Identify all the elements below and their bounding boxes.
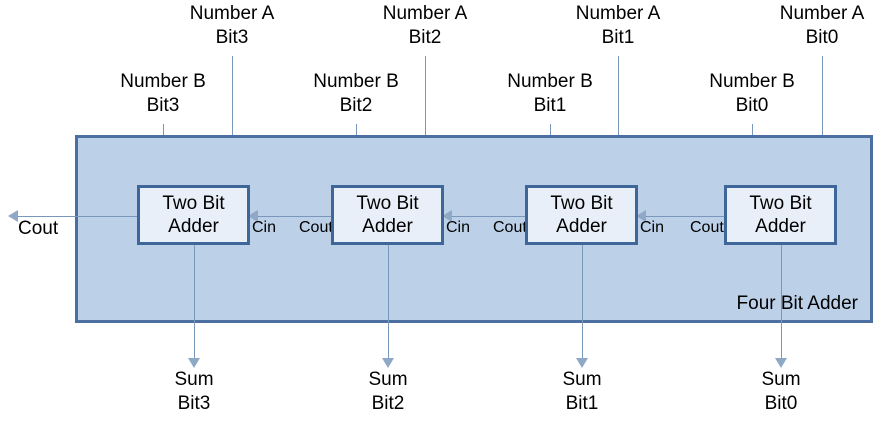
input-b-bit3-line2: Bit3 <box>146 95 180 116</box>
two-bit-adder-block-bit2[interactable]: Two Bit Adder <box>331 185 444 245</box>
wire-sum-bit2 <box>388 245 389 360</box>
adder-bit1-line1: Two Bit <box>550 193 613 214</box>
carry-label-adder4-cout: Cout <box>690 219 724 236</box>
wire-sum-bit1 <box>582 245 583 360</box>
arrowhead-sum-bit3 <box>188 358 200 368</box>
arrowhead-carry-adder2-cin <box>442 210 452 222</box>
wire-input-a-bit1 <box>618 56 619 170</box>
output-label-sum-bit0: Sum Bit0 <box>761 368 800 416</box>
wire-input-a-bit2 <box>425 56 426 170</box>
adder-bit0-line1: Two Bit <box>749 193 812 214</box>
sum-bit2-line2: Bit2 <box>371 393 405 414</box>
wire-input-a-bit0 <box>822 56 823 170</box>
wire-carry-adder4-to-adder3 <box>638 216 724 217</box>
sum-bit3-line2: Bit3 <box>177 393 211 414</box>
arrowhead-carry-adder3-cin <box>636 210 646 222</box>
adder-bit2-line1: Two Bit <box>356 193 419 214</box>
output-label-cout: Cout <box>18 218 59 239</box>
two-bit-adder-block-bit3[interactable]: Two Bit Adder <box>137 185 250 245</box>
carry-label-adder2-cout: Cout <box>299 219 333 236</box>
input-a-bit3-line1: Number A <box>189 3 275 24</box>
sum-bit1-line2: Bit1 <box>565 393 599 414</box>
input-label-number-a-bit1: Number A Bit1 <box>576 2 660 50</box>
wire-carry-adder2-to-adder1 <box>250 216 336 217</box>
arrowhead-cout-external <box>8 210 18 222</box>
input-b-bit3-line1: Number B <box>120 71 206 92</box>
two-bit-adder-block-bit1[interactable]: Two Bit Adder <box>525 185 638 245</box>
output-label-sum-bit1: Sum Bit1 <box>562 368 601 416</box>
arrowhead-sum-bit2 <box>382 358 394 368</box>
wire-cout-external <box>12 216 137 217</box>
input-label-number-b-bit0: Number B Bit0 <box>709 70 795 118</box>
two-bit-adder-block-bit0[interactable]: Two Bit Adder <box>724 185 837 245</box>
arrowhead-carry-adder1-cin <box>248 210 258 222</box>
input-label-number-a-bit0: Number A Bit0 <box>780 2 864 50</box>
input-label-number-b-bit1: Number B Bit1 <box>507 70 593 118</box>
input-label-number-b-bit3: Number B Bit3 <box>120 70 206 118</box>
sum-bit0-line1: Sum <box>761 369 801 390</box>
input-a-bit2-line1: Number A <box>382 3 468 24</box>
wire-input-a-bit3 <box>232 56 233 170</box>
sum-bit3-line1: Sum <box>174 369 214 390</box>
input-label-number-b-bit2: Number B Bit2 <box>313 70 399 118</box>
input-b-bit1-line1: Number B <box>507 71 593 92</box>
input-b-bit1-line2: Bit1 <box>533 95 567 116</box>
adder-bit0-line2: Adder <box>755 216 806 237</box>
input-label-number-a-bit3: Number A Bit3 <box>190 2 274 50</box>
arrowhead-sum-bit1 <box>576 358 588 368</box>
wire-carry-adder3-to-adder2 <box>444 216 530 217</box>
input-b-bit0-line2: Bit0 <box>735 95 769 116</box>
adder-bit1-line2: Adder <box>556 216 607 237</box>
input-a-bit1-line1: Number A <box>575 3 661 24</box>
input-a-bit0-line1: Number A <box>779 3 865 24</box>
input-a-bit1-line2: Bit1 <box>601 27 635 48</box>
wire-sum-bit0 <box>781 245 782 360</box>
adder-bit3-line2: Adder <box>168 216 219 237</box>
input-b-bit2-line1: Number B <box>313 71 399 92</box>
sum-bit0-line2: Bit0 <box>764 393 798 414</box>
four-bit-adder-label: Four Bit Adder <box>737 292 858 316</box>
wire-sum-bit3 <box>194 245 195 360</box>
output-label-sum-bit3: Sum Bit3 <box>174 368 213 416</box>
arrowhead-sum-bit0 <box>775 358 787 368</box>
adder-bit2-line2: Adder <box>362 216 413 237</box>
sum-bit1-line1: Sum <box>562 369 602 390</box>
sum-bit2-line1: Sum <box>368 369 408 390</box>
output-label-sum-bit2: Sum Bit2 <box>368 368 407 416</box>
carry-label-adder2-cin: Cin <box>446 219 471 236</box>
input-a-bit0-line2: Bit0 <box>805 27 839 48</box>
carry-label-adder3-cout: Cout <box>493 219 527 236</box>
four-bit-adder-label-line1: Four Bit <box>736 293 804 314</box>
input-b-bit0-line1: Number B <box>709 71 795 92</box>
input-a-bit3-line2: Bit3 <box>215 27 249 48</box>
four-bit-adder-label-line2: Adder <box>807 293 858 314</box>
input-b-bit2-line2: Bit2 <box>339 95 373 116</box>
carry-label-adder3-cin: Cin <box>640 219 665 236</box>
adder-bit3-line1: Two Bit <box>162 193 225 214</box>
input-label-number-a-bit2: Number A Bit2 <box>383 2 467 50</box>
input-a-bit2-line2: Bit2 <box>408 27 442 48</box>
carry-label-adder1-cin: Cin <box>252 219 277 236</box>
